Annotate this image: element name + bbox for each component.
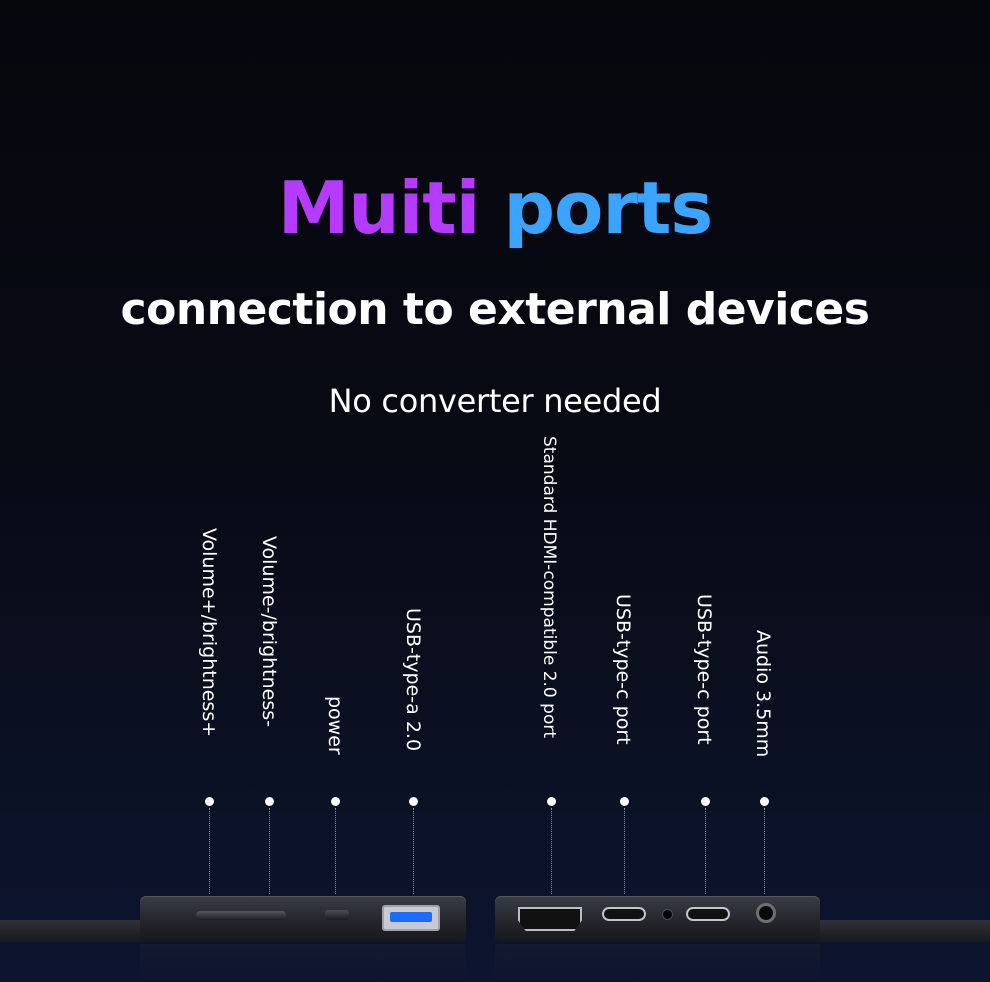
housing-reflection — [495, 944, 820, 982]
label-volume-up: Volume+/brightness+ — [198, 528, 220, 738]
label-usb-c-1: USB-type-c port — [612, 594, 634, 745]
usb-a-tongue — [390, 912, 432, 922]
leader-line — [764, 808, 765, 894]
tagline: No converter needed — [328, 382, 662, 420]
leader-line — [705, 808, 706, 894]
housing-reflection — [140, 944, 466, 982]
leader-line — [209, 808, 210, 894]
label-power: power — [324, 696, 346, 755]
title-word-ports: ports — [503, 166, 713, 250]
leader-line — [269, 808, 270, 894]
leader-line — [624, 808, 625, 894]
pointer-dot — [760, 797, 769, 806]
label-hdmi: Standard HDMI-compatible 2.0 port — [539, 436, 559, 738]
leader-line — [413, 808, 414, 894]
volume-rocker-icon — [196, 911, 286, 920]
pointer-dot — [205, 797, 214, 806]
hdmi-port-icon — [518, 907, 582, 931]
leader-line — [551, 808, 552, 894]
usb-a-port-icon — [382, 905, 440, 931]
pointer-dot — [701, 797, 710, 806]
subtitle: connection to external devices — [120, 284, 870, 335]
label-audio: Audio 3.5mm — [752, 630, 774, 758]
label-usb-a: USB-type-a 2.0 — [402, 608, 424, 752]
leader-line — [335, 808, 336, 894]
page-title: Muiti ports — [0, 168, 990, 248]
pointer-dot — [547, 797, 556, 806]
monitor-edge-right — [815, 920, 990, 942]
usb-c-port-icon — [602, 907, 646, 921]
monitor-edge-left — [0, 920, 145, 942]
pointer-dot — [409, 797, 418, 806]
mic-hole-icon — [662, 909, 673, 920]
audio-jack-icon — [756, 903, 776, 923]
title-word-muiti: Muiti — [277, 166, 481, 250]
label-usb-c-2: USB-type-c port — [693, 594, 715, 745]
label-volume-down: Volume-/brightness- — [258, 536, 280, 728]
pointer-dot — [331, 797, 340, 806]
pointer-dot — [265, 797, 274, 806]
usb-c-port-icon — [686, 907, 730, 921]
pointer-dot — [620, 797, 629, 806]
power-button-icon — [325, 910, 349, 920]
